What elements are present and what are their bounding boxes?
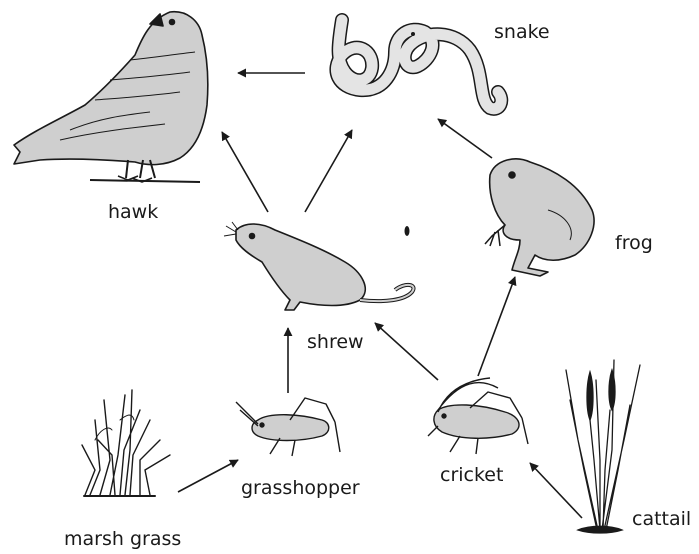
label-frog: frog	[615, 232, 653, 254]
arrow-group	[178, 73, 582, 518]
label-snake: snake	[494, 21, 550, 43]
arrow-marsh-grass-to-grasshopper	[178, 460, 238, 492]
label-grasshopper: grasshopper	[241, 477, 360, 499]
hawk-illustration	[14, 12, 208, 182]
speck-mark	[405, 226, 410, 236]
arrow-shrew-to-snake	[305, 130, 352, 212]
cricket-illustration	[428, 378, 528, 454]
arrow-cricket-to-shrew	[375, 323, 438, 380]
label-cricket: cricket	[440, 464, 503, 486]
grasshopper-illustration	[236, 398, 340, 456]
label-hawk: hawk	[108, 201, 158, 223]
shrew-illustration	[224, 222, 414, 310]
frog-illustration	[485, 159, 594, 276]
label-shrew: shrew	[307, 331, 364, 353]
arrow-frog-to-snake	[438, 119, 492, 158]
label-marsh-grass: marsh grass	[64, 528, 181, 550]
arrow-shrew-to-hawk	[222, 132, 268, 212]
snake-illustration	[336, 20, 501, 109]
marsh-grass-illustration	[82, 390, 170, 496]
arrow-cricket-to-frog	[478, 277, 515, 376]
cattail-illustration	[566, 360, 640, 533]
arrow-cattail-to-cricket	[530, 463, 582, 518]
label-cattail: cattail	[632, 508, 691, 530]
